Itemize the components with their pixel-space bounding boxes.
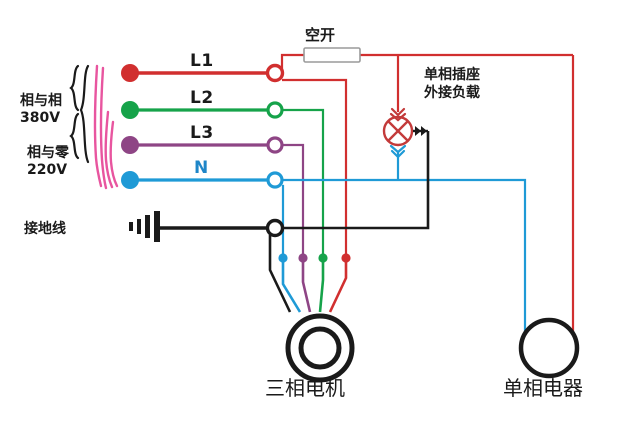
wire-l1-motor-feed [282,78,348,262]
wire-ground-bus [282,131,430,230]
lamp-cross-circle-icon[interactable] [382,107,428,159]
terminal-ground[interactable] [265,218,285,238]
ground-line-label: 接地线 [24,221,66,237]
wire-l1-to-motor [328,262,348,313]
terminal-l2[interactable] [266,101,284,119]
terminal-l3[interactable] [266,136,284,154]
source-dot-l3 [121,136,139,154]
junction-dot-l3 [298,253,308,263]
three-phase-motor-symbol[interactable] [285,313,355,383]
wire-l1-breaker-feed [280,53,573,73]
earth-ground-icon [129,211,160,242]
circuit-breaker-body[interactable] [303,47,361,63]
wire-ground-to-motor [268,235,292,313]
voltage-brackets [69,64,90,164]
wire-n-motor-feed [281,184,285,262]
terminal-n[interactable] [266,171,284,189]
socket-external-load-label: 单相插座 外接负载 [424,67,480,101]
wire-l3-to-motor [301,262,312,313]
single-phase-appliance-label: 单相电器 [503,376,583,400]
junction-dot-l2 [318,253,328,263]
terminal-label-n: N [194,158,209,178]
source-dot-l2 [121,101,139,119]
terminal-label-l1: L1 [190,51,214,71]
junction-dot-n [278,253,288,263]
wire-n-bus [282,178,527,336]
wire-n-to-motor [281,262,302,313]
wire-l3-motor-feed [282,143,305,262]
phase-to-phase-voltage-label: 相与相 380V [20,93,62,126]
three-phase-motor-label: 三相电机 [265,376,345,400]
breaker-label: 空开 [305,26,336,44]
terminal-label-l2: L2 [190,88,214,108]
terminal-l1[interactable] [265,63,285,83]
junction-dot-l1 [341,253,351,263]
source-dot-n [121,171,139,189]
source-dot-l1 [121,64,139,82]
wire-l2-to-motor [318,262,325,313]
wire-l2-motor-feed [282,108,325,262]
single-phase-appliance-symbol[interactable] [518,317,580,379]
pink-wire-strands [93,64,119,190]
phase-to-neutral-voltage-label: 相与零 220V [27,145,69,178]
terminal-label-l3: L3 [190,123,214,143]
